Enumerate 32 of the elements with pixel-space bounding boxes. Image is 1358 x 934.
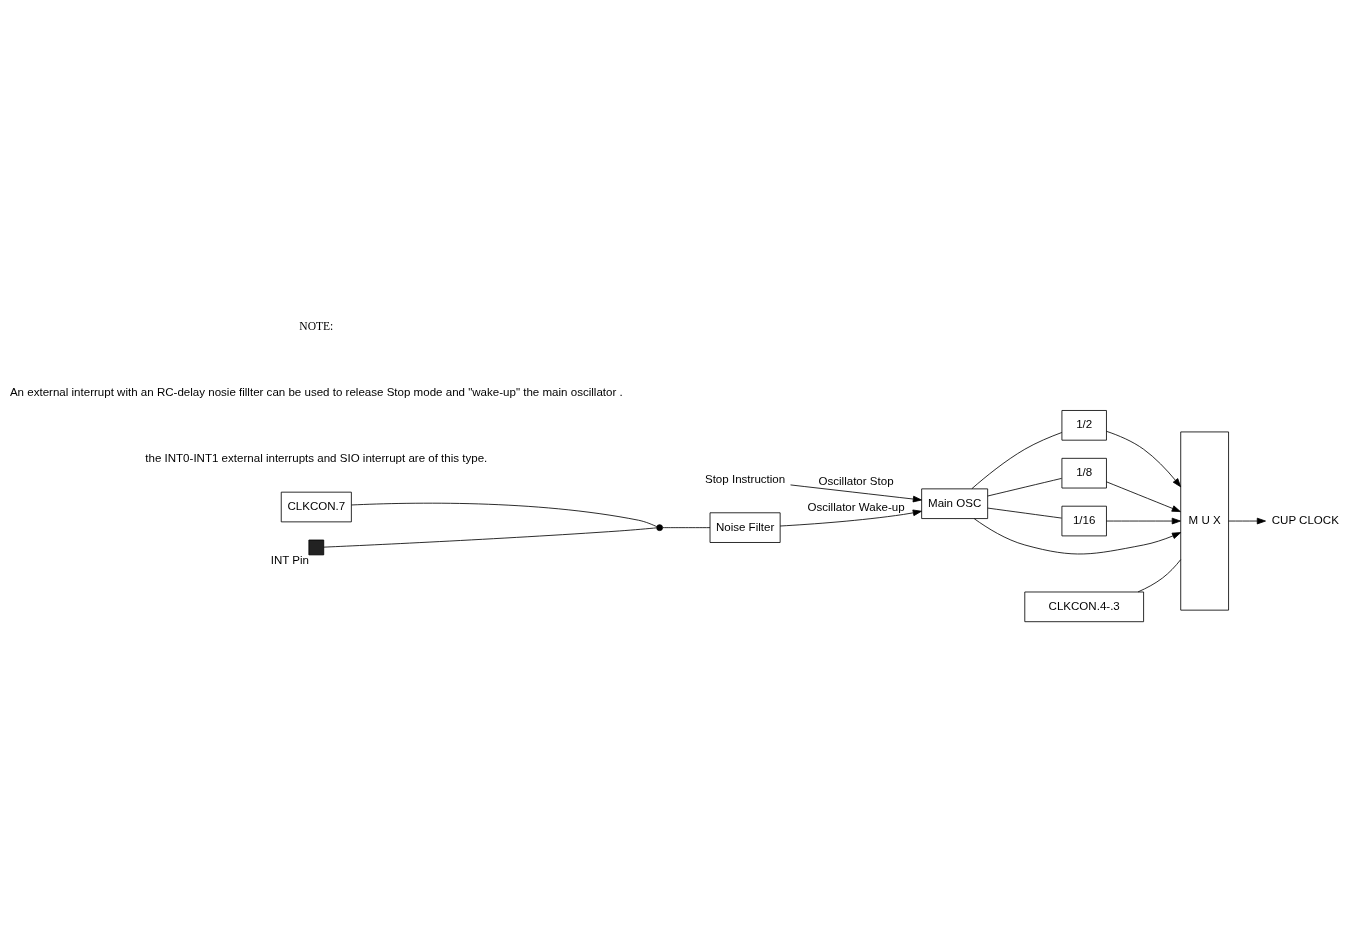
label: the INT0-INT1 external interrupts and SIO interrupt are of this type. (145, 452, 488, 465)
connector (351, 502, 658, 528)
arrow (790, 484, 922, 503)
arrow (973, 518, 1182, 555)
node-switch (656, 524, 663, 532)
connector (1137, 559, 1182, 593)
connector (662, 527, 711, 529)
node-box: 1/16 (1061, 505, 1107, 537)
node-box: CLKCON.7 (280, 491, 352, 523)
arrow (1228, 517, 1266, 525)
node-box: 1/8 (1061, 457, 1107, 489)
node-box: Main OSC (921, 488, 989, 519)
connector (971, 432, 1063, 490)
connector (323, 527, 657, 548)
node-box: Noise Filter (709, 512, 781, 543)
label: NOTE: (299, 320, 334, 333)
node-text: CUP CLOCK (1271, 514, 1339, 527)
arrow (1106, 517, 1181, 525)
edge-label: Oscillator Stop (818, 474, 894, 487)
node-text: Stop Instruction (704, 472, 786, 485)
connector (987, 477, 1062, 497)
node-box (308, 539, 325, 556)
node-box: CLKCON.4-.3 (1024, 591, 1144, 623)
node-box: M U X (1180, 431, 1229, 611)
arrow (779, 509, 922, 527)
node-label: INT Pin (270, 554, 310, 567)
arrow (1106, 430, 1182, 488)
label: An external interrupt with an RC-delay nosie fillter can be used to release Stop mode and "wake-up" the main oscillator . (9, 386, 623, 399)
connector (987, 507, 1062, 519)
arrow (1106, 481, 1181, 513)
node-box: 1/2 (1061, 410, 1107, 441)
edge-label: Oscillator Wake-up (807, 501, 905, 514)
